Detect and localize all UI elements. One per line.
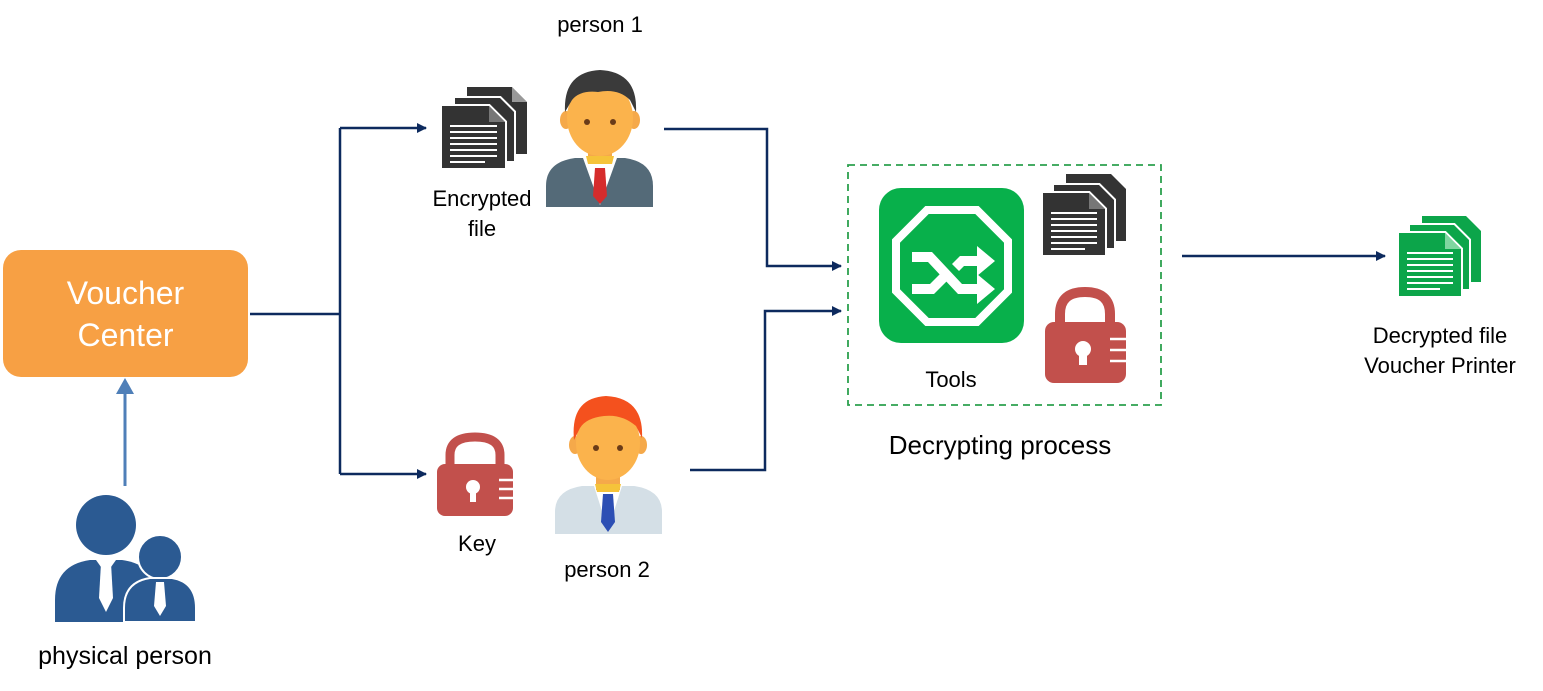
decrypting-process-box: [847, 164, 1162, 406]
decrypted-file-line1: Decrypted file: [1372, 323, 1508, 348]
decrypted-file-label: Decrypted file Voucher Printer: [1340, 321, 1540, 381]
physical-person-label: physical person: [38, 642, 212, 670]
process-padlock-icon: [1045, 286, 1126, 383]
encrypted-file-line1: Encrypted: [432, 186, 532, 211]
arrow-person2-to-process: [690, 306, 842, 472]
decrypting-process-label: Decrypting process: [888, 430, 1112, 460]
person1-label: person 1: [557, 12, 643, 37]
tools-label: Tools: [925, 367, 977, 392]
decrypted-file-line2: Voucher Printer: [1364, 353, 1516, 378]
person2-label: person 2: [564, 557, 650, 582]
documents-icon: [440, 87, 527, 170]
padlock-icon: [437, 432, 513, 516]
arrow-person-to-voucher: [116, 378, 134, 486]
connector-voucher-to-split: [250, 128, 342, 474]
encrypted-file-label: Encrypted file: [412, 184, 552, 244]
decrypted-documents-icon: [1397, 216, 1481, 298]
arrow-person1-to-process: [664, 127, 842, 271]
voucher-center-node: Voucher Center: [3, 250, 248, 377]
voucher-center-line2: Center: [77, 316, 174, 353]
group-people-icon: [55, 495, 197, 623]
person2-businessman-icon: [555, 396, 662, 534]
person1-businessman-icon: [546, 70, 653, 207]
process-documents-icon: [1041, 174, 1126, 257]
voucher-center-line1: Voucher: [66, 274, 185, 311]
shuffle-icon: [879, 188, 1024, 343]
key-label: Key: [458, 531, 496, 556]
encrypted-file-line2: file: [467, 216, 497, 241]
